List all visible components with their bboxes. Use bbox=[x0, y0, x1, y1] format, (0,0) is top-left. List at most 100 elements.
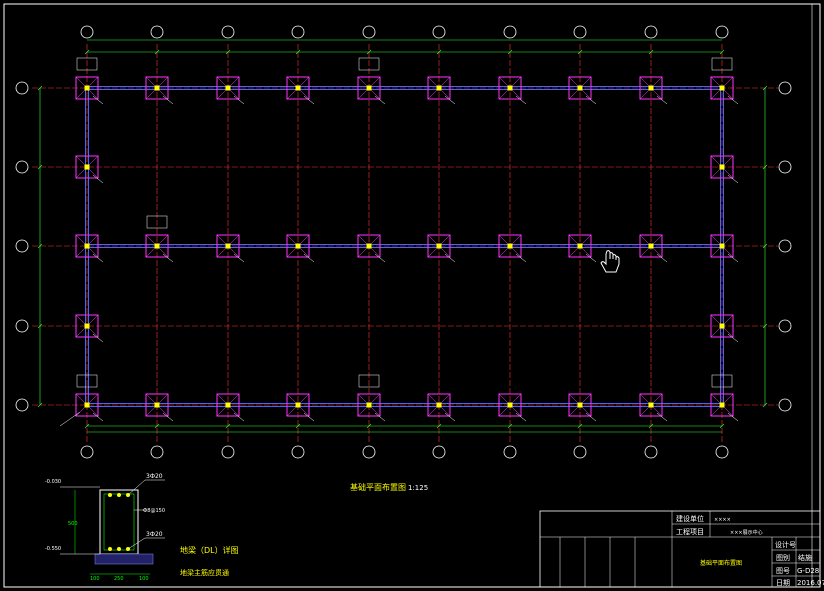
footing-leader bbox=[515, 95, 527, 105]
footing-outline bbox=[710, 314, 734, 338]
grid-bubble-B bbox=[778, 319, 792, 333]
rebar-dot bbox=[108, 493, 112, 497]
column-stub bbox=[84, 85, 90, 91]
sheet-value: G-D28 bbox=[797, 567, 819, 575]
stirrup-outline bbox=[103, 493, 135, 551]
column-stub bbox=[295, 402, 301, 408]
dim-tick bbox=[366, 49, 372, 55]
column-stub bbox=[719, 243, 725, 249]
grid-bubbles-layer bbox=[15, 25, 792, 459]
grid-bubble-D bbox=[15, 160, 29, 174]
grid-bubble-5 bbox=[362, 445, 376, 459]
dim-tick bbox=[507, 49, 513, 55]
beam-section-detail: 3Ф20 Ф8@150 3Ф20 -0.030 -0.550 500 100 2… bbox=[45, 473, 239, 582]
designer-label: 设计号 bbox=[775, 540, 796, 549]
footing-outline bbox=[710, 393, 734, 417]
rebar-dot bbox=[126, 547, 130, 551]
dim-tick bbox=[762, 243, 768, 249]
section-base-hatch bbox=[94, 553, 154, 565]
date-value: 2016.07 bbox=[797, 579, 824, 587]
footing-outline bbox=[286, 393, 310, 417]
dim-tick bbox=[37, 164, 43, 170]
grid-bubble-3 bbox=[221, 445, 235, 459]
column-stub bbox=[648, 243, 654, 249]
footing-leader bbox=[727, 412, 739, 422]
footing-outline bbox=[568, 234, 592, 258]
column-stub bbox=[436, 85, 442, 91]
size-tag-box bbox=[358, 374, 380, 388]
footing-leader bbox=[92, 412, 104, 422]
column-stub bbox=[648, 402, 654, 408]
column-stub bbox=[295, 85, 301, 91]
dim-tick bbox=[84, 423, 90, 429]
footing-leader bbox=[92, 174, 104, 184]
grid-bubble-C bbox=[778, 239, 792, 253]
bottom-bars-label: 3Ф20 bbox=[146, 531, 163, 538]
footing-outline bbox=[710, 155, 734, 179]
rebar-dot bbox=[117, 547, 121, 551]
column-stub bbox=[577, 243, 583, 249]
column-stub bbox=[366, 85, 372, 91]
footing-outline bbox=[216, 76, 240, 100]
footing-outline bbox=[639, 393, 663, 417]
column-stub bbox=[436, 402, 442, 408]
footing-outline bbox=[75, 76, 99, 100]
client-value: ×××× bbox=[714, 517, 731, 523]
dim-tick bbox=[762, 85, 768, 91]
category-value: 结施 bbox=[798, 553, 812, 562]
dim-tick bbox=[648, 423, 654, 429]
grid-bubble-E bbox=[15, 81, 29, 95]
grid-lines-layer bbox=[32, 44, 778, 443]
size-tag-box bbox=[711, 57, 733, 71]
level-bottom: -0.550 bbox=[45, 546, 61, 552]
footing-leader bbox=[585, 253, 597, 263]
section-title: 地梁（DL）详图 bbox=[180, 545, 239, 555]
footing-leader bbox=[515, 412, 527, 422]
grid-bubble-A bbox=[15, 398, 29, 412]
dim-tick bbox=[154, 423, 160, 429]
dim-tick bbox=[436, 49, 442, 55]
column-stub bbox=[577, 402, 583, 408]
footing-leader bbox=[374, 412, 386, 422]
footing-leader bbox=[162, 412, 174, 422]
sheet-label: 图号 bbox=[776, 567, 790, 575]
grid-bubble-10 bbox=[715, 25, 729, 39]
client-label: 建设单位 bbox=[676, 514, 704, 523]
grid-bubble-6 bbox=[432, 25, 446, 39]
level-top: -0.030 bbox=[45, 479, 61, 485]
footing-leader bbox=[727, 95, 739, 105]
column-stub bbox=[225, 85, 231, 91]
column-stub bbox=[719, 164, 725, 170]
footing-outline bbox=[357, 234, 381, 258]
grid-bubble-A bbox=[778, 398, 792, 412]
sec-w2: 250 bbox=[114, 576, 124, 582]
footing-outline bbox=[427, 234, 451, 258]
footing-leader bbox=[727, 174, 739, 184]
dim-tick bbox=[762, 323, 768, 329]
hand-cursor-icon bbox=[600, 250, 620, 273]
column-stub bbox=[154, 243, 160, 249]
drawing-frame bbox=[3, 3, 821, 588]
dim-tick bbox=[719, 423, 725, 429]
leader-line bbox=[127, 479, 146, 496]
dim-tick bbox=[225, 423, 231, 429]
column-stub bbox=[719, 85, 725, 91]
footing-leader bbox=[656, 412, 668, 422]
footing-leader bbox=[444, 253, 456, 263]
dim-tick bbox=[762, 402, 768, 408]
grid-bubble-E bbox=[778, 81, 792, 95]
grid-bubble-10 bbox=[715, 445, 729, 459]
column-stub bbox=[436, 243, 442, 249]
grid-bubble-9 bbox=[644, 25, 658, 39]
footing-leader bbox=[585, 412, 597, 422]
section-note: 地梁主筋应贯通 bbox=[180, 568, 229, 577]
column-stub bbox=[154, 85, 160, 91]
column-stub bbox=[719, 323, 725, 329]
footing-outline bbox=[145, 76, 169, 100]
grid-bubble-9 bbox=[644, 445, 658, 459]
footing-leader bbox=[656, 253, 668, 263]
column-stub bbox=[648, 85, 654, 91]
top-bars-label: 3Ф20 bbox=[146, 473, 163, 480]
footing-leader bbox=[585, 95, 597, 105]
